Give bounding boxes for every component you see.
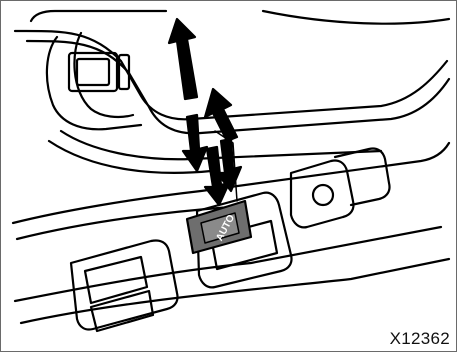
upper-switch-frame bbox=[69, 53, 129, 91]
figure-code: X12362 bbox=[390, 329, 450, 349]
arrow-up-icon bbox=[169, 19, 237, 141]
